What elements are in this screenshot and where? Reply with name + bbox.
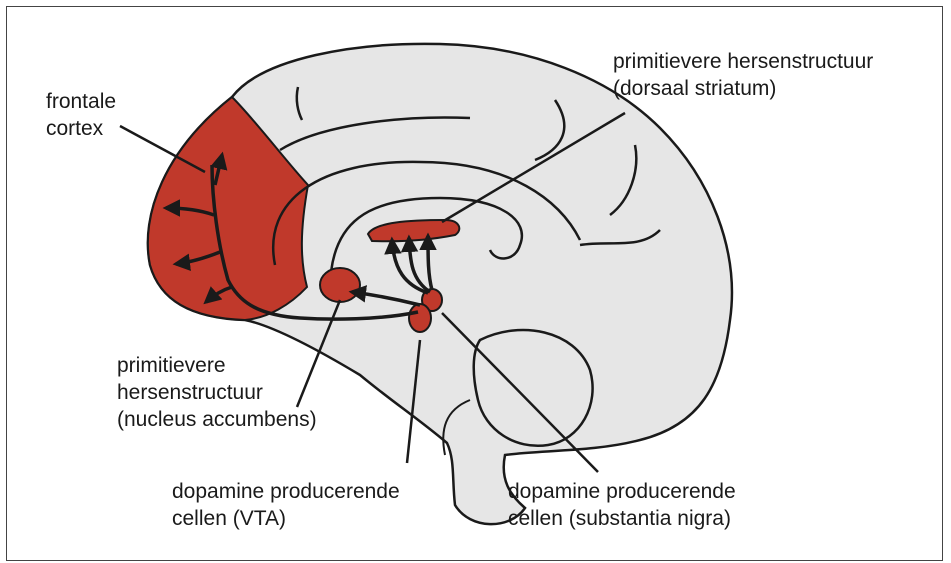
label-frontal-cortex-line-2: cortex bbox=[46, 115, 116, 142]
label-nucleus-accumbens-line-1: primitievere bbox=[117, 352, 317, 379]
label-nucleus-accumbens: primitievere hersenstructuur (nucleus ac… bbox=[117, 352, 317, 433]
vta bbox=[409, 304, 431, 332]
label-dorsal-striatum: primitievere hersenstructuur (dorsaal st… bbox=[613, 48, 873, 102]
label-vta-line-1: dopamine producerende bbox=[172, 478, 400, 505]
label-nucleus-accumbens-line-3: (nucleus accumbens) bbox=[117, 406, 317, 433]
label-dorsal-striatum-line-1: primitievere hersenstructuur bbox=[613, 48, 873, 75]
label-substantia-nigra-line-1: dopamine producerende bbox=[508, 478, 736, 505]
label-substantia-nigra-line-2: cellen (substantia nigra) bbox=[508, 505, 736, 532]
label-vta: dopamine producerende cellen (VTA) bbox=[172, 478, 400, 532]
label-frontal-cortex-line-1: frontale bbox=[46, 88, 116, 115]
label-substantia-nigra: dopamine producerende cellen (substantia… bbox=[508, 478, 736, 532]
label-dorsal-striatum-line-2: (dorsaal striatum) bbox=[613, 75, 873, 102]
label-vta-line-2: cellen (VTA) bbox=[172, 505, 400, 532]
label-nucleus-accumbens-line-2: hersenstructuur bbox=[117, 379, 317, 406]
nucleus-accumbens bbox=[320, 268, 360, 302]
label-frontal-cortex: frontale cortex bbox=[46, 88, 116, 142]
